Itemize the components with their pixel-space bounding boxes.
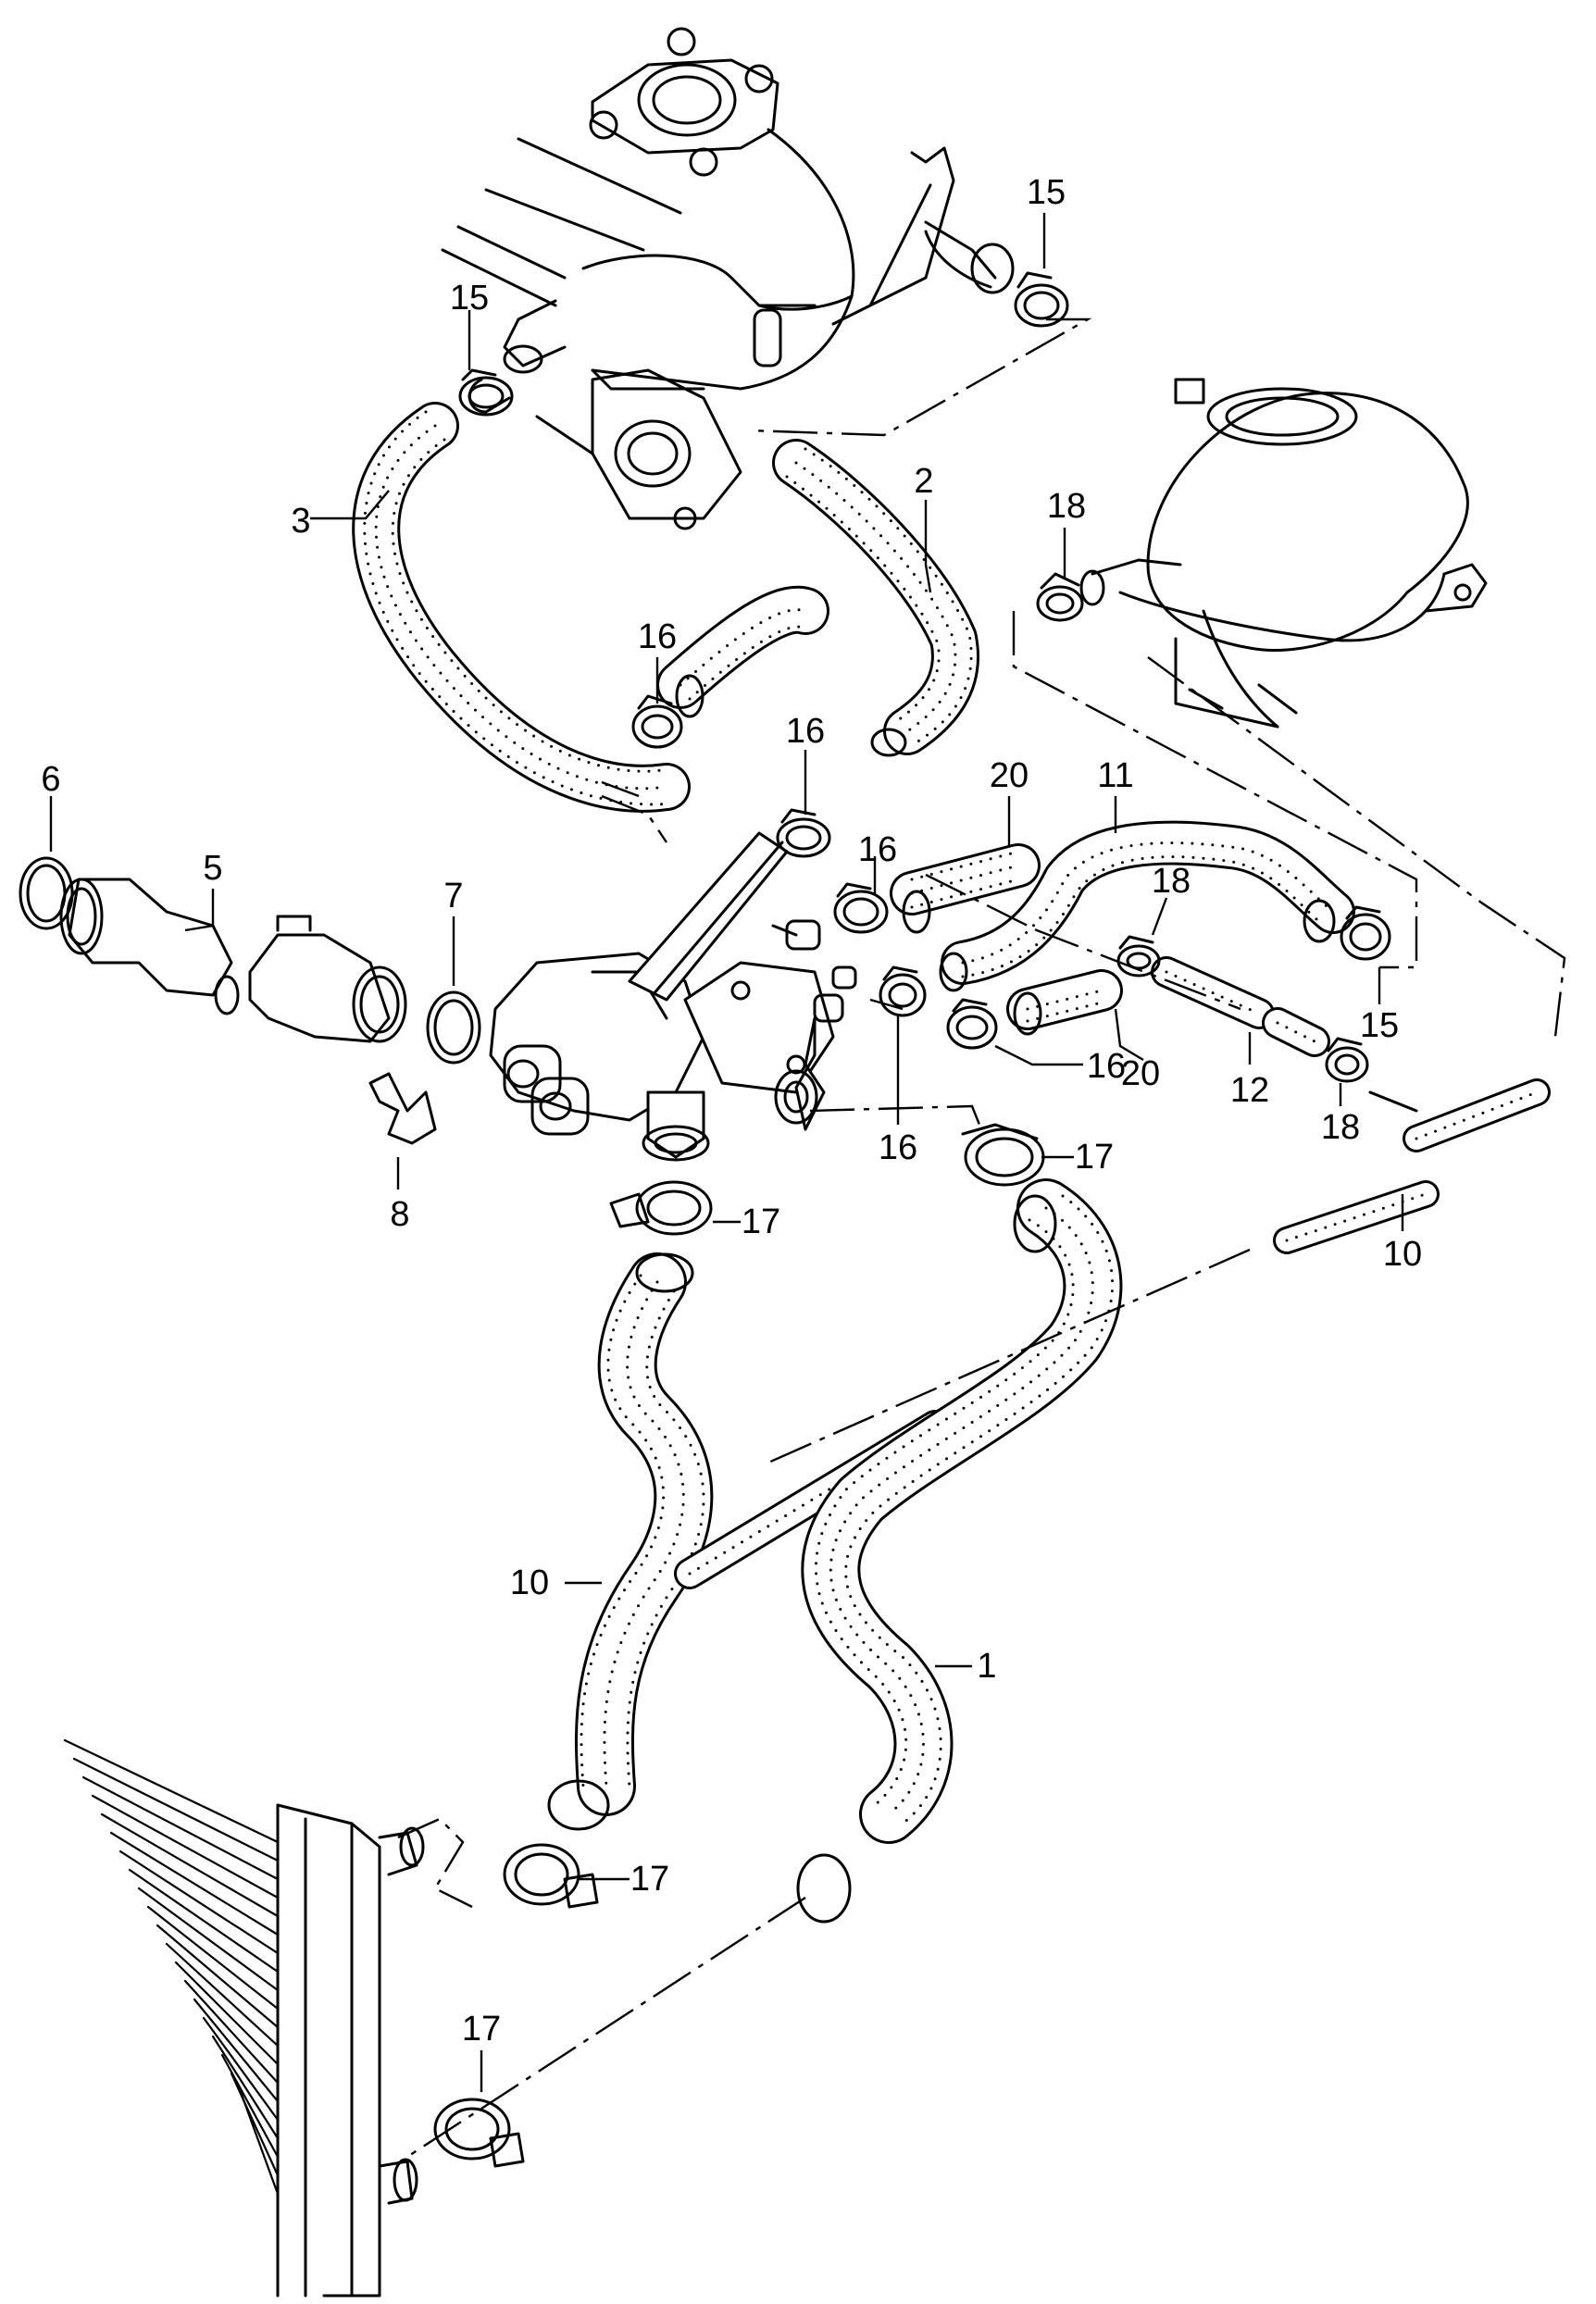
callout-11: 11 xyxy=(1097,756,1133,795)
hose-upper-small xyxy=(656,585,829,709)
callout-16-upper: 16 xyxy=(638,617,677,656)
callout-17-right: 17 xyxy=(1075,1138,1114,1177)
callout-17-bottom: 17 xyxy=(462,2010,501,2049)
leader-lines xyxy=(49,213,1404,2092)
callout-16-mid: 16 xyxy=(786,712,825,751)
callout-17-center: 17 xyxy=(742,1202,780,1241)
coolant-hoses xyxy=(352,402,1551,1844)
coolant-expansion-tank xyxy=(1079,378,1488,729)
hose-20-upper xyxy=(890,843,1041,915)
clamp-16-mid-icon xyxy=(776,808,831,858)
clamp-16-right-icon xyxy=(833,882,889,934)
clamp-16-upper-icon xyxy=(631,694,683,749)
callout-15-top-right: 15 xyxy=(1027,173,1066,212)
clamp-17-bottom-icon xyxy=(433,2098,525,2168)
clamp-17-right-icon xyxy=(961,1123,1045,1187)
hose-12 xyxy=(1151,956,1330,1057)
callout-6: 6 xyxy=(41,760,60,799)
callout-15-right: 15 xyxy=(1360,1006,1399,1045)
clamp-18-lower-icon xyxy=(1325,1037,1369,1083)
clamp-15-top-right-icon xyxy=(1014,271,1069,328)
clamp-16-lower-right-icon xyxy=(946,998,998,1050)
callout-10-left: 10 xyxy=(510,1563,549,1602)
clamp-18-mid-icon xyxy=(1116,935,1161,978)
callout-16-right: 16 xyxy=(858,830,897,869)
callout-8: 8 xyxy=(390,1195,409,1234)
hose-cuffs xyxy=(547,674,1336,1924)
callout-16-lower: 16 xyxy=(879,1128,917,1167)
callout-2: 2 xyxy=(914,462,933,501)
clamp-17-center-icon xyxy=(609,1180,713,1236)
callout-7: 7 xyxy=(443,877,463,915)
callout-17-lower: 17 xyxy=(630,1860,669,1899)
hose-3 xyxy=(352,402,691,813)
clamp-16-lower-icon xyxy=(879,965,927,1017)
callout-12: 12 xyxy=(1230,1071,1269,1110)
clamp-15-top-left-icon xyxy=(458,368,514,417)
thermostat-housing xyxy=(489,831,857,1162)
clamp-18-top-icon xyxy=(1036,572,1084,622)
outlet-fitting-assembly xyxy=(19,856,481,1145)
callout-5: 5 xyxy=(203,849,222,888)
callout-labels: 15 15 3 2 18 16 16 6 5 7 20 11 16 18 15 … xyxy=(41,173,1422,2049)
callout-1: 1 xyxy=(977,1647,996,1686)
callout-18-lower: 18 xyxy=(1321,1108,1360,1147)
callout-20-upper: 20 xyxy=(990,756,1029,795)
reference-lines xyxy=(397,318,1566,2159)
cylinder-head-outlet xyxy=(441,27,1015,530)
callout-10-right: 10 xyxy=(1383,1235,1422,1274)
callout-3: 3 xyxy=(291,502,310,541)
callout-18-mid: 18 xyxy=(1152,862,1191,901)
radiator xyxy=(63,1738,425,2298)
hose-1 xyxy=(801,1178,1123,1844)
hose-2 xyxy=(772,439,979,755)
callout-18-top: 18 xyxy=(1047,487,1086,526)
callout-16-lower-right: 16 xyxy=(1087,1047,1126,1086)
clamp-15-right-icon xyxy=(1340,905,1391,961)
hose-11 xyxy=(941,820,1355,985)
callout-15-top-left: 15 xyxy=(450,279,489,318)
callout-20-lower: 20 xyxy=(1121,1054,1160,1093)
clamp-17-lower-icon xyxy=(503,1843,599,1909)
hose-10-left xyxy=(574,1252,951,1816)
